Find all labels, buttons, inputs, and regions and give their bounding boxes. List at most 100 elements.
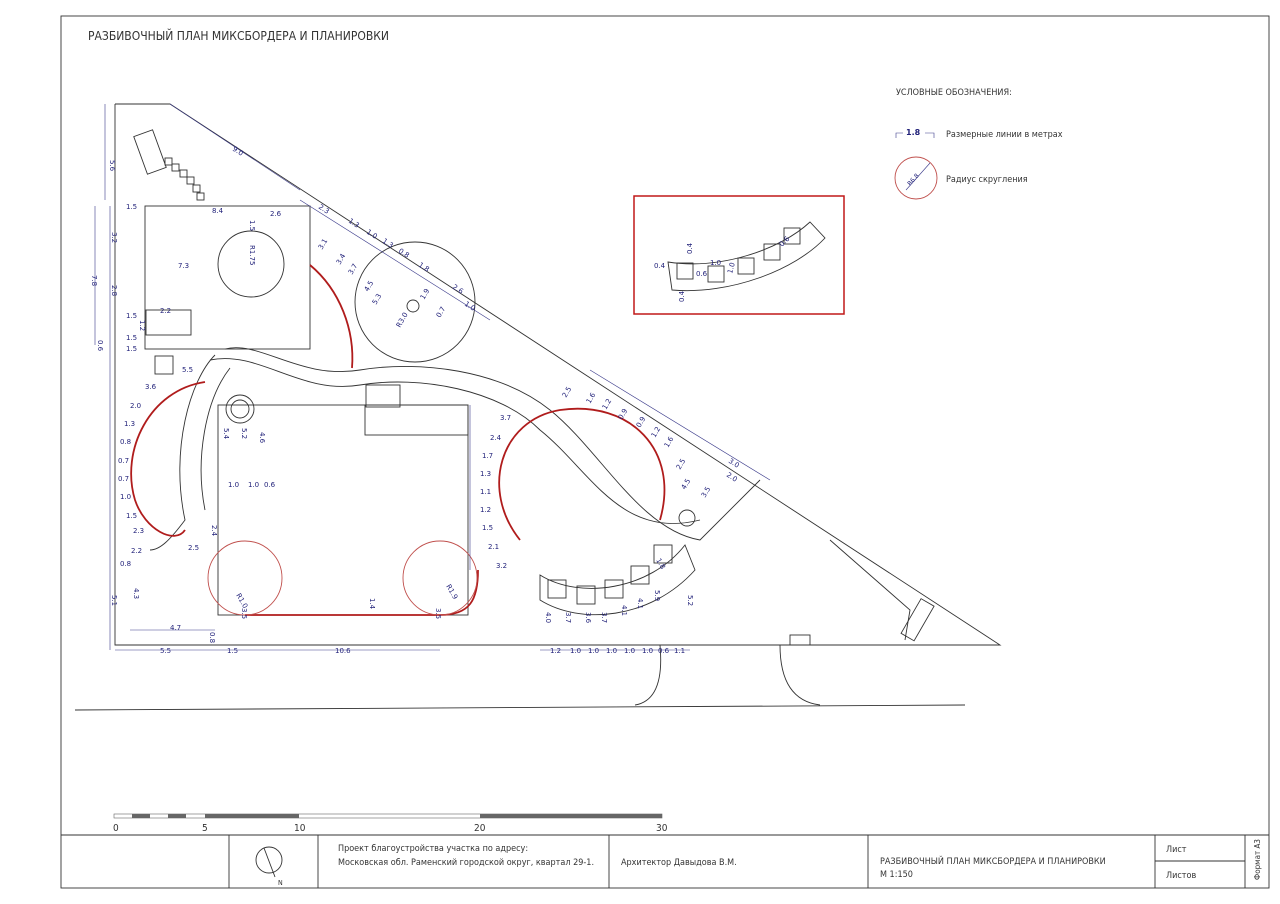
drawing-label: 4.1 [620,605,628,616]
drawing-label: УСЛОВНЫЕ ОБОЗНАЧЕНИЯ: [896,88,1012,98]
drawing-label: Радиус скругления [946,175,1028,185]
dimension-lines [94,103,771,651]
sheet-frame [60,15,1270,889]
drawing-label: 1.0 [642,647,653,655]
drawing-label: 0.4 [654,262,666,270]
drawing-label: 1.5 [248,220,256,231]
drawing-label: 2.5 [188,544,199,552]
drawing-label: 0.6 [264,481,276,489]
drawing-label: 0.9 [635,415,647,429]
drawing-label: 3.2 [496,562,507,570]
north-arrow-icon [255,846,283,874]
scale-bar: 0 5 10 20 30 [113,813,668,834]
drawing-label: 1.3 [347,217,361,230]
drawing-label: 2.4 [210,525,218,537]
dimension-labels: 9.0 5.6 1.5 8.4 2.6 1.5 R1.75 7.3 3.2 7.… [90,145,741,655]
drawing-label: 20 [474,823,486,834]
drawing-label: 2.5 [675,457,687,471]
drawing-label: 0.7 [118,457,129,465]
drawing-label: 5.6 [108,160,116,172]
drawing-label: 30 [656,823,668,834]
drawing-label: 1.8 [417,261,431,274]
drawing-label: 0.6 [696,270,708,278]
drawing-label: 5.4 [222,428,230,440]
drawing-label: 1.7 [482,452,493,460]
drawing-label: Листов [1166,871,1196,881]
drawing-label: 0.4 [678,290,686,302]
drawing-label: 1.2 [601,397,613,411]
drawing-label: 1.5 [126,345,137,353]
site-plan [74,103,1002,711]
drawing-label: 1.5 [126,512,137,520]
drawing-label: 0.6 [658,647,670,655]
drawing-label: 7.3 [178,262,189,270]
drawing-label: РАЗБИВОЧНЫЙ ПЛАН МИКСБОРДЕРА И ПЛАНИРОВК… [880,855,1106,867]
drawing-label: 8.4 [212,207,224,215]
drawing-label: 0.6 [96,340,104,352]
drawing-label: 7.8 [90,275,98,286]
drawing-label: 1.8 [906,128,921,137]
drawing-label: М 1:150 [880,870,913,880]
drawing-label: 1.0 [228,481,239,489]
drawing-label: 10 [294,823,306,834]
drawing-label: 0.8 [397,247,411,260]
drawing-title: РАЗБИВОЧНЫЙ ПЛАН МИКСБОРДЕРА И ПЛАНИРОВК… [88,28,389,43]
drawing-label: 4.3 [132,588,140,599]
drawing-label: 1.1 [480,488,491,496]
drawing-label: 5.9 [653,590,661,601]
drawing-label: 3.6 [145,383,157,391]
drawing-label: 2.2 [160,307,171,315]
drawing-label: 1.5 [227,647,238,655]
drawing-label: 3.7 [500,414,511,422]
drawing-label: 1.5 [126,203,137,211]
drawing-label: 4.6 [258,432,266,444]
title-block: N Проект благоустройства участка по адре… [61,834,1269,888]
drawing-label: 9.0 [231,145,245,158]
drawing-label: 2.8 [110,285,118,296]
drawing-label: 4.5 [363,279,375,293]
drawing-label: 10.6 [335,647,351,655]
drawing-label: 1.6 [663,435,676,449]
drawing-label: Проект благоустройства участка по адресу… [338,843,528,854]
drawing-label: 2.6 [270,210,282,218]
drawing-label: 1.0 [726,262,737,275]
drawing-label: 5.3 [371,292,383,306]
drawing-label: 3.1 [317,237,329,251]
drawing-label: 1.3 [381,237,395,250]
drawing-label: R6.8 [906,172,920,187]
drawing-label: 3.7 [564,612,572,623]
drawing-label: 2.1 [488,543,499,551]
drawing-label: Московская обл. Раменский городской окру… [338,857,594,868]
drawing-label: 4.5 [680,477,692,491]
drawing-label: 0.8 [208,632,216,643]
drawing-label: 1.5 [126,312,137,320]
drawing-label: 1.0 [120,493,131,501]
drawing-label: 2.5 [561,385,573,399]
drawing-label: 3.7 [600,612,608,623]
drawing-label: 2.3 [317,203,331,216]
drawing-label: 5.2 [240,428,248,439]
drawing-label: 1.1 [674,647,685,655]
drawing-label: 3.5 [240,608,248,619]
drawing-label: 1.0 [588,647,599,655]
drawing-label: 4.7 [170,624,181,632]
drawing-label: 1.0 [710,259,721,267]
drawing-label: 3.6 [584,612,592,624]
drawing-label: 3.2 [110,232,118,243]
drawing-label: 1.3 [480,470,491,478]
drawing-label: 1.3 [124,420,135,428]
drawing-label: 1.4 [368,598,376,610]
drawing-label: 1.2 [138,320,146,331]
drawing-label: 4.0 [544,612,552,623]
drawing-label: R3.0 [395,311,410,329]
legend: УСЛОВНЫЕ ОБОЗНАЧЕНИЯ: 1.8 Размерные лини… [894,88,1063,200]
drawing-label: 1.0 [624,647,635,655]
drawing-label: 5.5 [182,366,193,374]
drawing-label: 0.7 [118,475,129,483]
drawing-label: 3.4 [335,252,348,266]
drawing-label: 1.0 [570,647,581,655]
drawing-label: 1.2 [550,647,561,655]
detail-inset: 0.4 0.4 1.0 0.6 1.0 0.6 0.4 [633,195,845,315]
drawing-label: Архитектор Давыдова В.М. [621,858,737,868]
